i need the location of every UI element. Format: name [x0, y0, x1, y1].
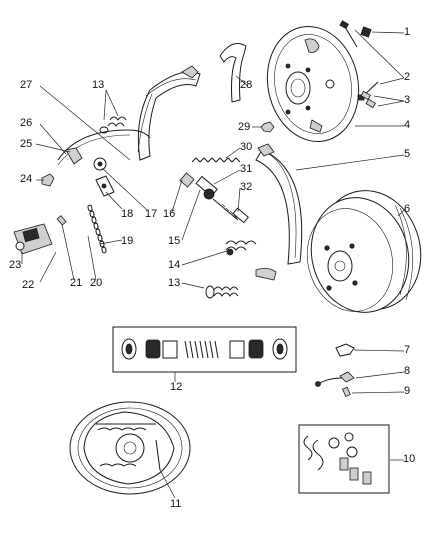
callout-10: 10	[403, 453, 416, 465]
callout-6: 6	[404, 203, 411, 215]
hold-down-retainer-lower	[205, 285, 239, 299]
callout-9: 9	[404, 385, 411, 397]
leader-lines	[21, 29, 405, 499]
callout-18: 18	[121, 208, 134, 220]
callout-21: 21	[70, 277, 83, 289]
mounting-bushings	[360, 90, 377, 109]
callout-4: 4	[404, 119, 411, 131]
callout-19: 19	[121, 235, 134, 247]
callout-7: 7	[404, 344, 411, 356]
callout-16: 16	[163, 208, 176, 220]
callout-22: 22	[22, 279, 35, 291]
adjuster-nut	[260, 121, 275, 133]
adjuster-lever-clip	[41, 173, 55, 187]
adjuster-screw-assembly	[179, 172, 249, 224]
bleeder-screw	[56, 215, 67, 226]
callout-3: 3	[404, 94, 411, 106]
callout-25: 25	[20, 138, 33, 150]
backing-plate	[266, 26, 360, 142]
hold-down-spring-right	[225, 240, 257, 256]
wear-sensor-wire	[315, 371, 355, 387]
callout-1: 1	[404, 26, 411, 38]
callout-17: 17	[145, 208, 158, 220]
shoe-return-spring-upper	[191, 157, 241, 163]
callout-27: 27	[20, 79, 33, 91]
adjuster-spring	[87, 204, 107, 254]
callout-2: 2	[404, 71, 411, 83]
callout-20: 20	[90, 277, 103, 289]
callout-14: 14	[168, 259, 181, 271]
brake-shoe-trailing	[255, 143, 303, 281]
wear-sensor-clip	[341, 386, 351, 398]
callout-28: 28	[240, 79, 253, 91]
brake-drum	[306, 190, 422, 313]
callout-30: 30	[240, 141, 253, 153]
parking-brake-cable	[57, 129, 151, 166]
hold-down-retainer-upper	[99, 116, 127, 134]
callout-23: 23	[9, 259, 22, 271]
callout-26: 26	[20, 117, 33, 129]
adjuster-cable-guide	[95, 175, 115, 197]
cable-bracket	[65, 147, 83, 165]
callout-31: 31	[240, 163, 253, 175]
callout-15: 15	[168, 235, 181, 247]
shoe-guide-plate	[93, 157, 107, 171]
callout-8: 8	[404, 365, 411, 377]
park-brake-strut	[335, 343, 355, 357]
callout-11: 11	[170, 498, 182, 510]
assembled-brake-view	[69, 401, 191, 495]
callout-13-lower: 13	[168, 277, 181, 289]
callout-24: 24	[20, 173, 33, 185]
brake-shoe-leading	[137, 65, 201, 161]
wheel-cylinder	[13, 223, 53, 255]
callout-5: 5	[404, 148, 411, 160]
wheel-cylinder-kit-box	[112, 326, 297, 373]
callout-12: 12	[170, 381, 183, 393]
callout-32: 32	[240, 181, 253, 193]
brake-hardware-kit-box	[298, 424, 390, 494]
callout-13-upper: 13	[92, 79, 105, 91]
parking-brake-lever	[219, 43, 247, 103]
callout-29: 29	[238, 121, 251, 133]
